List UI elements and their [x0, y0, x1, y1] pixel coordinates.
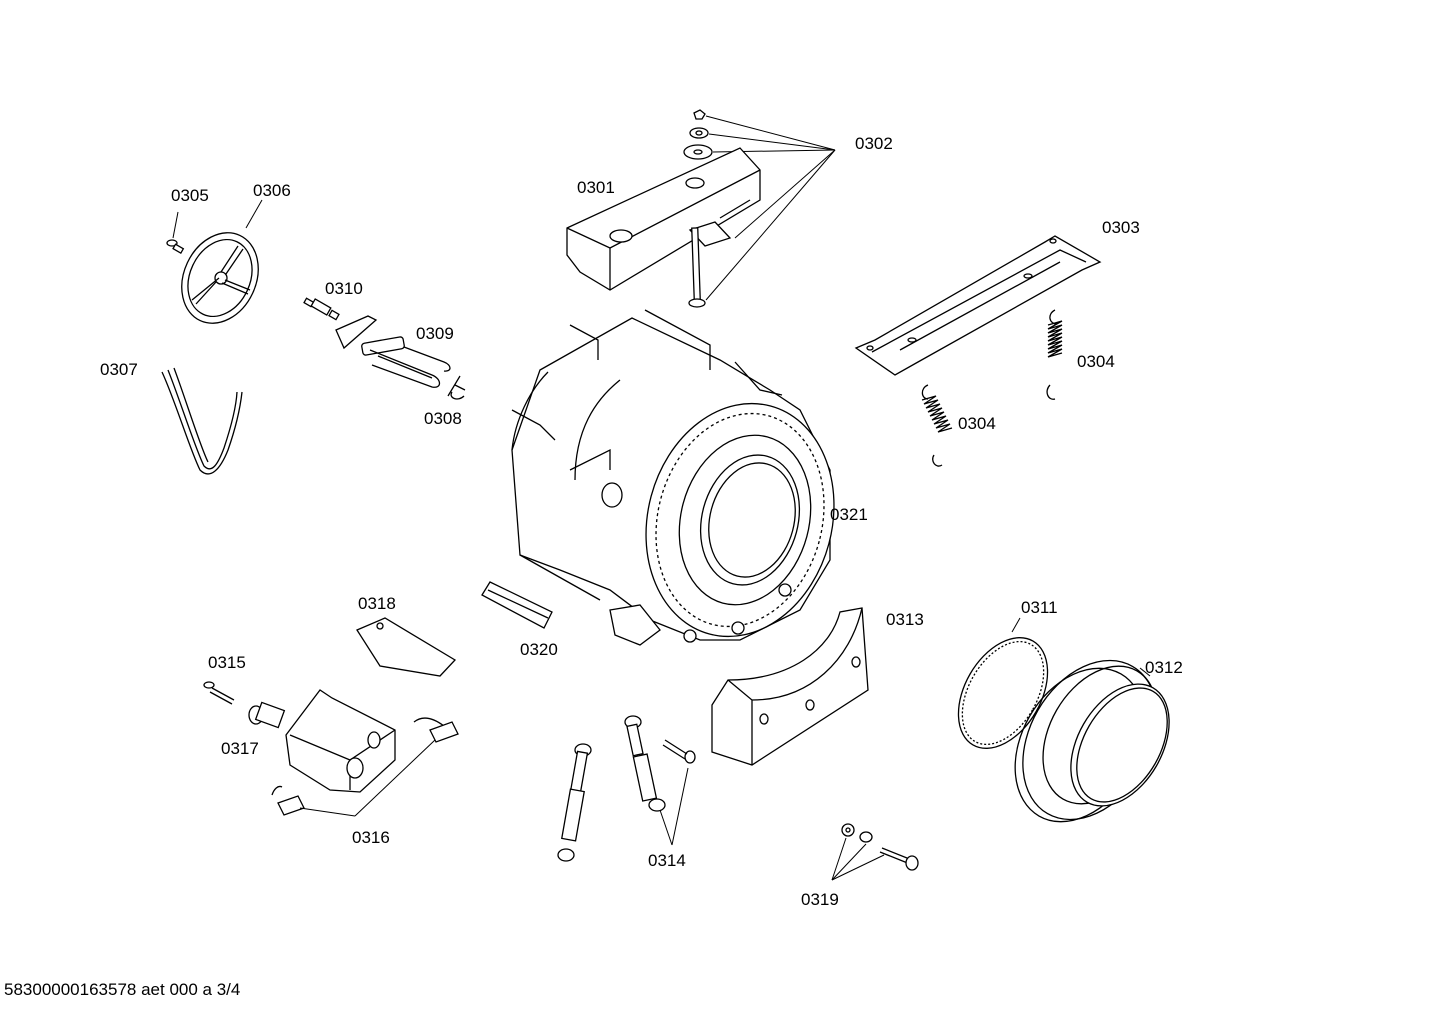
- part-0311-clamp-ring: [957, 637, 1049, 749]
- label-0307: 0307: [100, 360, 138, 379]
- label-0316: 0316: [352, 828, 390, 847]
- label-0317: 0317: [221, 739, 259, 758]
- label-0305: 0305: [171, 186, 209, 205]
- label-0303: 0303: [1102, 218, 1140, 237]
- part-0320-grille: [481, 581, 553, 629]
- part-0312-gasket: [1014, 659, 1170, 823]
- label-0319: 0319: [801, 890, 839, 909]
- label-0311: 0311: [1021, 598, 1058, 617]
- label-0308: 0308: [424, 409, 462, 428]
- label-0310: 0310: [325, 279, 363, 298]
- part-0304-springs: [921, 309, 1063, 467]
- part-0314-dampers: [557, 715, 696, 862]
- part-0313-counterweight: [711, 607, 869, 766]
- part-0305-screw: [166, 239, 185, 254]
- part-0309-heater: [335, 315, 451, 388]
- label-0302: 0302: [855, 134, 893, 153]
- label-0318: 0318: [358, 594, 396, 613]
- label-0321: 0321: [830, 505, 868, 524]
- part-0310-sensor: [303, 297, 340, 321]
- part-0315-screw: [203, 681, 235, 705]
- part-0301-bracket: [566, 147, 761, 308]
- document-footer: 58300000163578 aet 000 a 3/4: [4, 980, 241, 999]
- label-0312: 0312: [1145, 658, 1183, 677]
- label-0320: 0320: [520, 640, 558, 659]
- part-0317-motor: [248, 689, 396, 793]
- part-0319-hardware: [831, 823, 919, 881]
- label-0313: 0313: [886, 610, 924, 629]
- label-0309: 0309: [416, 324, 454, 343]
- part-0306-pulley: [181, 232, 259, 324]
- label-0304-right: 0304: [1077, 352, 1115, 371]
- label-0301: 0301: [577, 178, 615, 197]
- part-0307-belt: [161, 367, 243, 475]
- part-0308-clip: [447, 375, 466, 400]
- label-0315: 0315: [208, 653, 246, 672]
- part-0318-cover: [356, 617, 457, 677]
- label-0304-left: 0304: [958, 414, 996, 433]
- label-0314: 0314: [648, 851, 686, 870]
- part-0316-connectors: [271, 717, 459, 817]
- part-0321-tub: [511, 309, 835, 646]
- label-0306: 0306: [253, 181, 291, 200]
- part-0303-cross-brace: [854, 235, 1102, 376]
